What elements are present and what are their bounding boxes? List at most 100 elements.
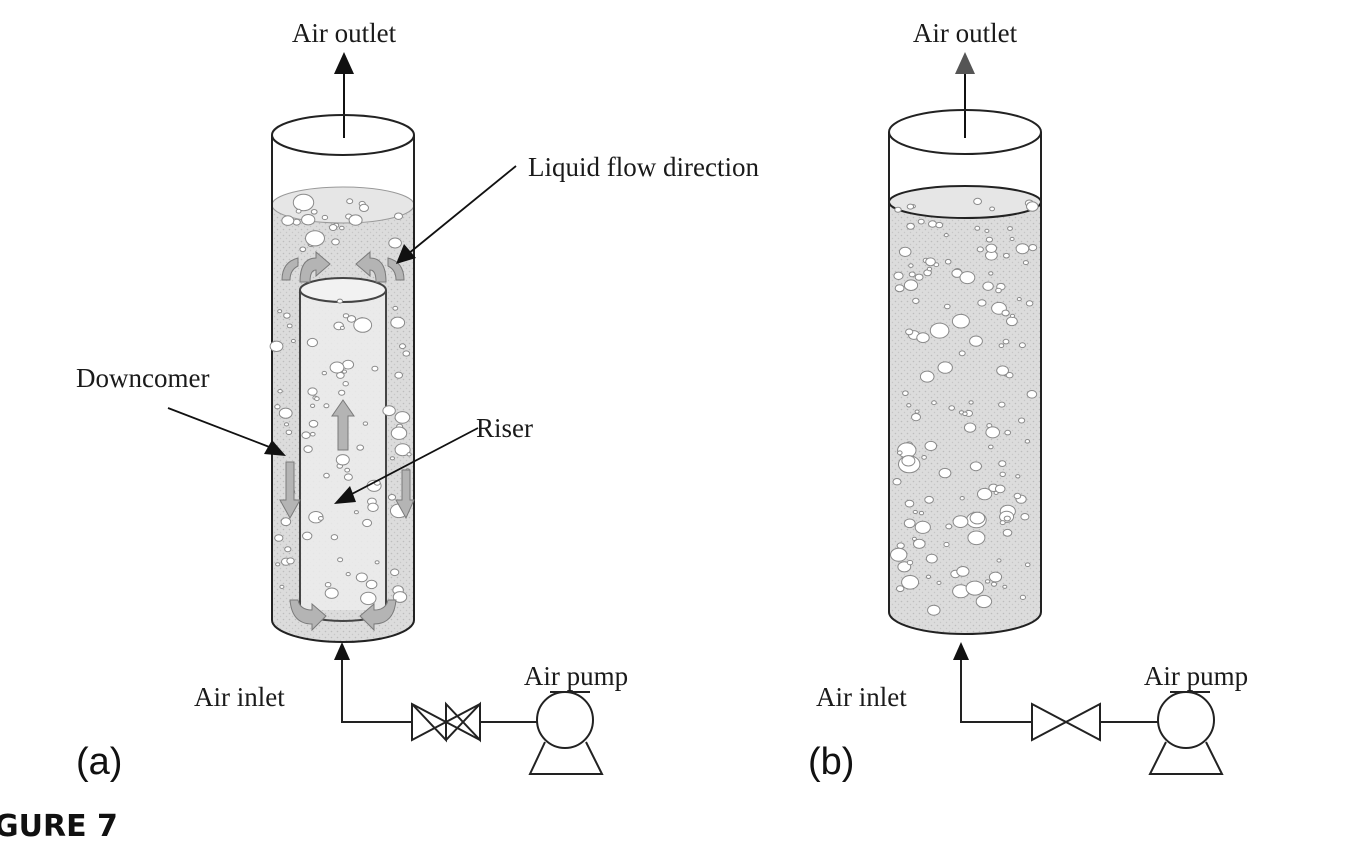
bubble xyxy=(959,271,976,285)
downcomer-label-a: Downcomer xyxy=(76,363,209,393)
vessel-top-a xyxy=(271,114,415,156)
bubble xyxy=(345,572,351,577)
bubble xyxy=(286,323,293,329)
bubble xyxy=(342,369,347,374)
bubble xyxy=(912,297,920,304)
bubble xyxy=(914,520,931,534)
bubble xyxy=(402,350,411,357)
bubble xyxy=(274,534,284,542)
bubble xyxy=(914,409,920,414)
bubble xyxy=(279,584,285,590)
bubble xyxy=(928,220,937,228)
bubble xyxy=(924,440,938,452)
bubble xyxy=(943,541,950,548)
bubble xyxy=(913,538,926,549)
bubble xyxy=(905,328,914,336)
bubble xyxy=(927,604,941,616)
riser-top-a xyxy=(299,277,387,303)
bubble xyxy=(999,471,1006,477)
bubble xyxy=(346,198,354,205)
bubble xyxy=(969,335,983,347)
panel-letter-b: (b) xyxy=(808,741,854,783)
vessel-bottom-a xyxy=(271,619,415,643)
bubble xyxy=(925,553,938,564)
bubble xyxy=(974,225,981,231)
bubble xyxy=(1009,313,1016,318)
bubble xyxy=(988,571,1003,583)
bubble xyxy=(903,518,916,529)
bubble xyxy=(335,454,350,466)
bubble xyxy=(985,426,1001,439)
bubble xyxy=(906,222,915,230)
bubble xyxy=(374,560,380,565)
bubble xyxy=(1024,439,1031,444)
bubble xyxy=(892,478,902,486)
bubble xyxy=(935,221,944,229)
bubble xyxy=(344,467,351,473)
bubble xyxy=(275,562,281,567)
bubble xyxy=(1009,236,1015,242)
bubble xyxy=(988,444,994,450)
bubble xyxy=(958,350,966,357)
riser-label-a: Riser xyxy=(476,413,533,443)
bubble xyxy=(998,401,1006,408)
bubble xyxy=(916,332,930,344)
bubble xyxy=(367,502,379,512)
bubble xyxy=(356,444,365,451)
bubble xyxy=(914,273,924,281)
bubble xyxy=(944,258,952,265)
bubble xyxy=(1015,474,1021,479)
bubble xyxy=(890,547,908,562)
bubble xyxy=(896,585,905,593)
air-pump-a xyxy=(536,691,594,749)
bubble xyxy=(1028,244,1038,252)
bubble xyxy=(277,309,283,314)
bubble xyxy=(390,316,406,329)
bubble xyxy=(280,517,292,527)
bubble xyxy=(314,396,320,402)
bubble xyxy=(998,343,1005,349)
riser-arrowhead-a xyxy=(334,486,356,504)
bubble xyxy=(308,419,319,428)
bubble xyxy=(278,407,293,419)
bubble xyxy=(346,315,357,323)
bubble xyxy=(343,473,353,481)
bubble xyxy=(999,520,1006,526)
bubble xyxy=(893,271,904,280)
bubble xyxy=(388,237,402,249)
bubble xyxy=(323,472,330,479)
bubble xyxy=(984,228,990,233)
flow-arrows-a xyxy=(279,250,415,632)
valve-b xyxy=(1031,702,1101,742)
bubble xyxy=(975,594,993,609)
bubble xyxy=(283,312,291,319)
bubble xyxy=(1001,309,1010,317)
bubble xyxy=(306,337,318,348)
bubble xyxy=(342,381,349,387)
bubble xyxy=(906,403,912,408)
bubble xyxy=(918,510,925,516)
inlet-pipe-a xyxy=(341,648,412,723)
bubble xyxy=(321,214,329,221)
bubble xyxy=(362,518,373,528)
bubble xyxy=(956,566,970,577)
bubble xyxy=(365,579,378,590)
bubble xyxy=(1026,201,1039,212)
bubble xyxy=(394,371,404,379)
bubble xyxy=(337,557,344,563)
bubble xyxy=(1019,594,1027,601)
bubble xyxy=(977,487,993,501)
bubble xyxy=(994,484,1006,494)
bubble xyxy=(985,243,998,254)
bubble xyxy=(295,208,302,214)
bubble xyxy=(919,370,935,383)
air-outlet-arrowhead-b xyxy=(955,52,975,74)
bubble xyxy=(921,455,927,460)
bubble xyxy=(985,236,994,243)
bubble xyxy=(995,287,1002,294)
bubble xyxy=(392,591,408,603)
bubble xyxy=(944,303,951,310)
bubble xyxy=(929,322,950,339)
bubble xyxy=(936,580,942,586)
